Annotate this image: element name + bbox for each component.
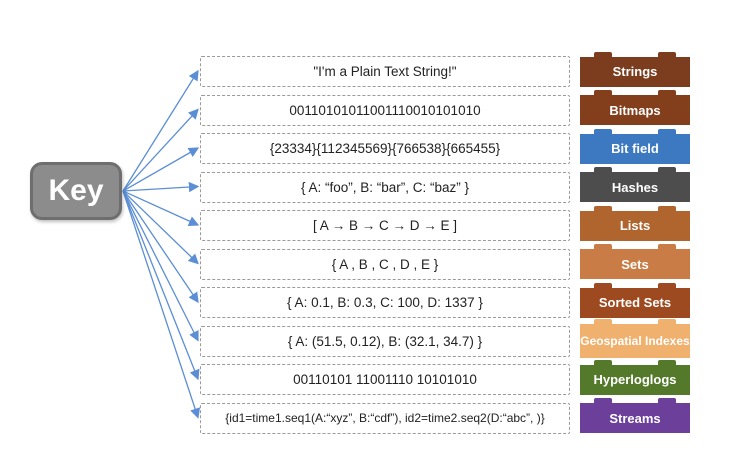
arrow	[122, 190, 199, 342]
value-box: {23334}{112345569}{766538}{665455}	[200, 133, 570, 164]
type-tag: Geospatial Indexes	[580, 319, 690, 358]
value-box: { A: 0.1, B: 0.3, C: 100, D: 1337 }	[200, 287, 570, 318]
value-box: { A , B , C , D , E }	[200, 248, 570, 280]
arrow	[122, 190, 199, 304]
type-tag: Bitmaps	[580, 90, 690, 125]
type-tag: Streams	[580, 398, 690, 433]
value-box: "I'm a Plain Text String!"	[200, 56, 570, 87]
value-box: [ A → B → C → D → E ]	[200, 210, 570, 241]
type-tag: Strings	[580, 51, 690, 87]
arrow	[122, 181, 200, 193]
arrow	[122, 190, 199, 265]
arrow	[122, 190, 200, 381]
value-box: 00110101011001110010101010	[200, 94, 570, 126]
type-tag: Bit field	[580, 128, 690, 164]
arrow	[122, 69, 199, 192]
type-tag: Hyperloglogs	[580, 359, 690, 395]
type-tag: Sets	[580, 244, 690, 279]
arrow	[122, 190, 200, 226]
key-box: Key	[30, 162, 122, 220]
arrow	[122, 190, 201, 419]
arrow	[122, 108, 199, 192]
value-box: 00110101 11001110 10101010	[200, 364, 570, 395]
type-tag: Lists	[580, 205, 690, 241]
type-tag: Hashes	[580, 167, 690, 202]
type-tag: Sorted Sets	[580, 282, 690, 318]
value-box: { A: “foo”, B: “bar”, C: “baz” }	[200, 171, 570, 203]
arrow	[122, 147, 200, 192]
value-box: {id1=time1.seq1(A:“xyz”, B:“cdf”), id2=t…	[200, 402, 570, 434]
value-box: { A: (51.5, 0.12), B: (32.1, 34.7) }	[200, 325, 570, 357]
